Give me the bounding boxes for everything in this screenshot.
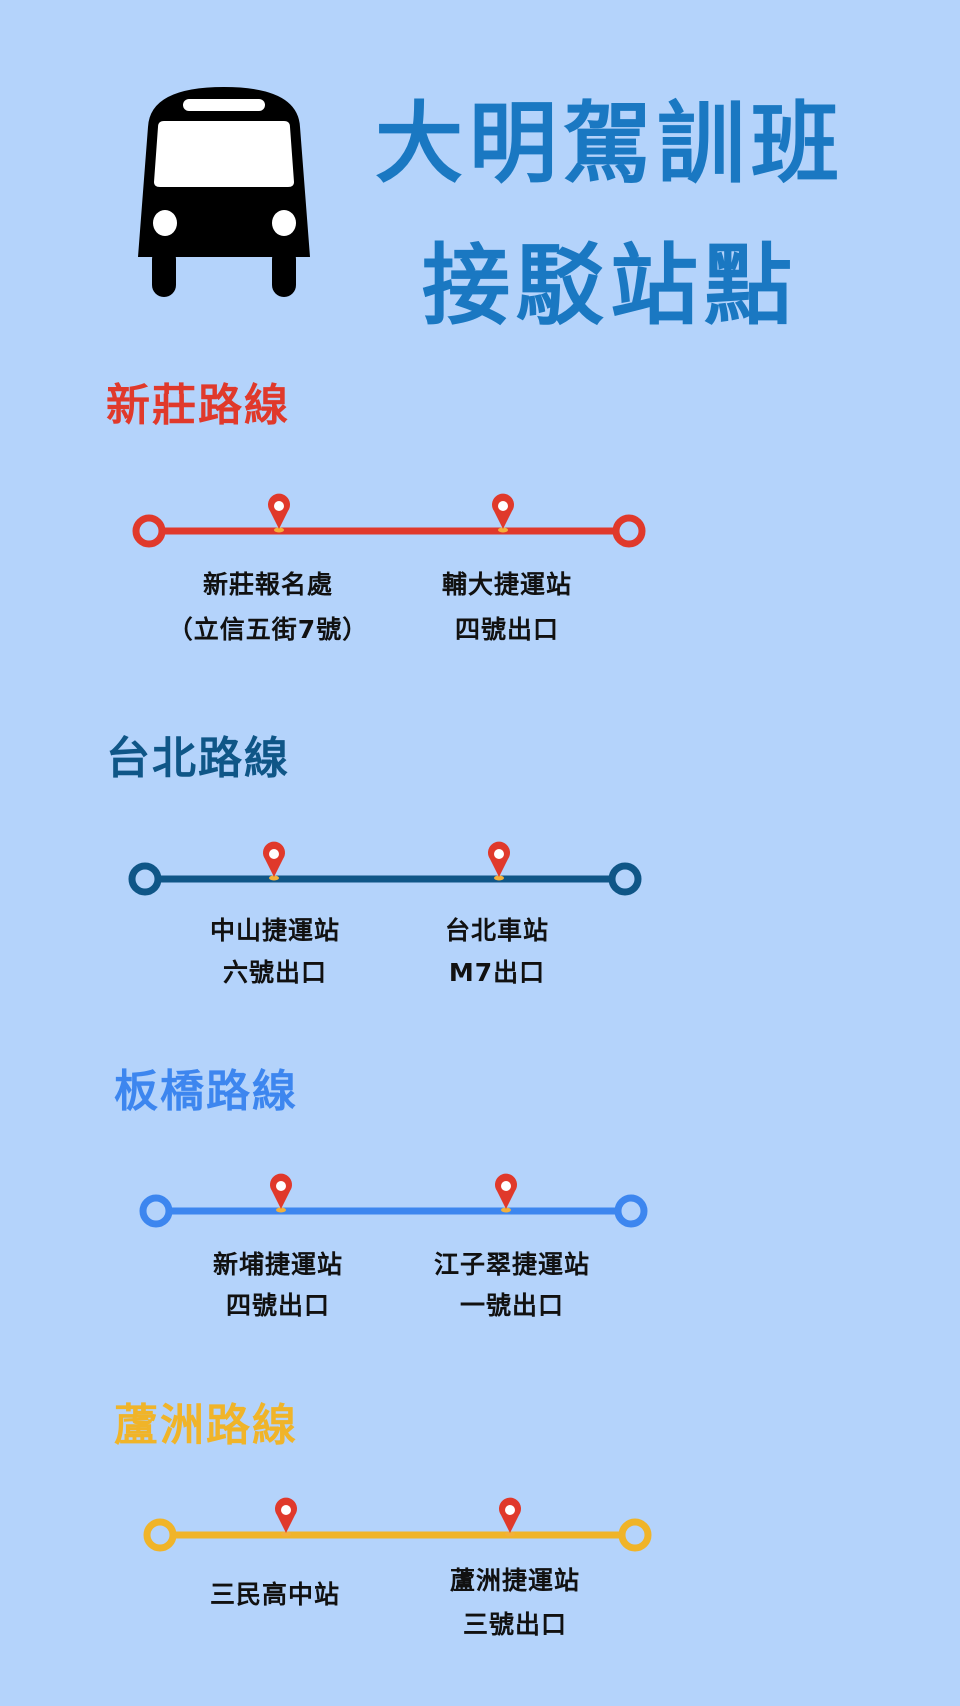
stop-label: 中山捷運站	[209, 916, 340, 945]
stop-label: 六號出口	[222, 958, 327, 987]
pin-dot	[498, 501, 508, 511]
route-line	[128, 841, 642, 896]
map-pin-icon	[275, 1497, 297, 1537]
pin-body	[499, 1497, 521, 1533]
stop-label: 江子翠捷運站	[433, 1250, 590, 1279]
terminal-circle	[614, 1194, 648, 1228]
route-line	[139, 1173, 648, 1228]
pin-body	[275, 1497, 297, 1533]
pin-base	[494, 875, 504, 881]
terminal-circle	[143, 1518, 177, 1552]
pin-body	[495, 1173, 517, 1209]
route-line	[132, 493, 646, 548]
terminal-circle	[128, 862, 162, 896]
pin-dot	[274, 501, 284, 511]
map-pin-icon	[499, 1497, 521, 1537]
terminal-circle	[608, 862, 642, 896]
pin-base	[281, 1531, 291, 1537]
pin-base	[498, 527, 508, 533]
terminal-circle	[618, 1518, 652, 1552]
map-pin-icon	[492, 493, 514, 533]
stop-label: 新莊報名處	[202, 570, 333, 599]
terminal-circle	[139, 1194, 173, 1228]
pin-dot	[505, 1505, 515, 1515]
pin-base	[501, 1207, 511, 1213]
map-pin-icon	[495, 1173, 517, 1213]
route-heading: 蘆洲路線	[114, 1400, 298, 1451]
title-line2: 接駁站點	[421, 234, 798, 337]
stop-label: （立信五街7號）	[167, 615, 369, 644]
pin-dot	[276, 1181, 286, 1191]
pin-body	[492, 493, 514, 529]
pin-base	[269, 875, 279, 881]
pin-dot	[494, 849, 504, 859]
terminal-circle	[612, 514, 646, 548]
stop-label: 輔大捷運站	[441, 570, 572, 599]
terminal-circle	[132, 514, 166, 548]
stop-label: M7出口	[448, 958, 546, 987]
pin-base	[505, 1531, 515, 1537]
stop-label: 四號出口	[225, 1291, 330, 1320]
map-pin-icon	[263, 841, 285, 881]
pin-body	[268, 493, 290, 529]
stop-label: 一號出口	[459, 1291, 564, 1320]
map-pin-icon	[270, 1173, 292, 1213]
stop-label: 四號出口	[454, 615, 559, 644]
route-line	[143, 1497, 652, 1552]
route-heading: 板橋路線	[114, 1066, 298, 1117]
pin-body	[263, 841, 285, 877]
map-pin-icon	[488, 841, 510, 881]
pin-dot	[269, 849, 279, 859]
pin-body	[270, 1173, 292, 1209]
pin-body	[488, 841, 510, 877]
route-heading: 新莊路線	[106, 380, 290, 431]
bus-icon	[138, 87, 310, 297]
stop-label: 三民高中站	[209, 1580, 340, 1609]
pin-base	[276, 1207, 286, 1213]
stop-label: 蘆洲捷運站	[449, 1566, 580, 1595]
title-line1: 大明駕訓班	[374, 92, 845, 195]
pin-dot	[281, 1505, 291, 1515]
pin-base	[274, 527, 284, 533]
stop-label: 三號出口	[462, 1610, 567, 1639]
pin-dot	[501, 1181, 511, 1191]
stop-label: 台北車站	[444, 916, 549, 945]
stop-label: 新埔捷運站	[212, 1250, 343, 1279]
route-heading: 台北路線	[106, 733, 290, 784]
map-pin-icon	[268, 493, 290, 533]
